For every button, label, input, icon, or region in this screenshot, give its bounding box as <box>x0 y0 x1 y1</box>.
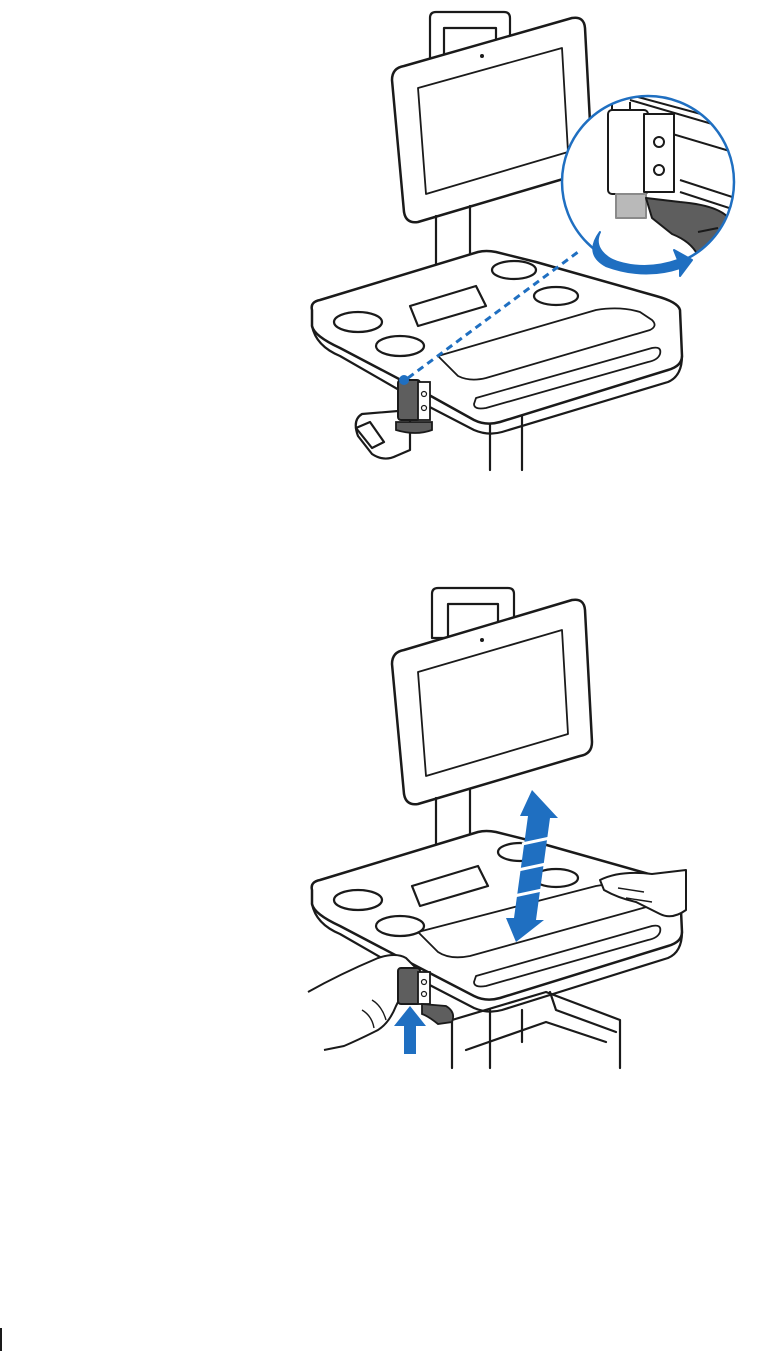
monitor-camera <box>480 54 484 58</box>
latch-hinge <box>396 375 432 433</box>
cup-holder-1 <box>334 312 382 332</box>
cup-holder-2 <box>376 916 424 936</box>
cup-holder-4 <box>534 287 578 305</box>
cup-holder-2 <box>376 336 424 356</box>
magnifier-callout <box>562 90 760 276</box>
cup-holder-1 <box>334 890 382 910</box>
lower-bin <box>452 992 620 1068</box>
page-edge-mark <box>0 1328 2 1351</box>
latch-marker-dot <box>399 375 409 385</box>
figure-2-raise-shelf <box>300 580 760 1070</box>
monitor-camera <box>480 638 484 642</box>
cup-holder-3 <box>492 261 536 279</box>
figure-1-rotate-latch <box>300 10 760 480</box>
